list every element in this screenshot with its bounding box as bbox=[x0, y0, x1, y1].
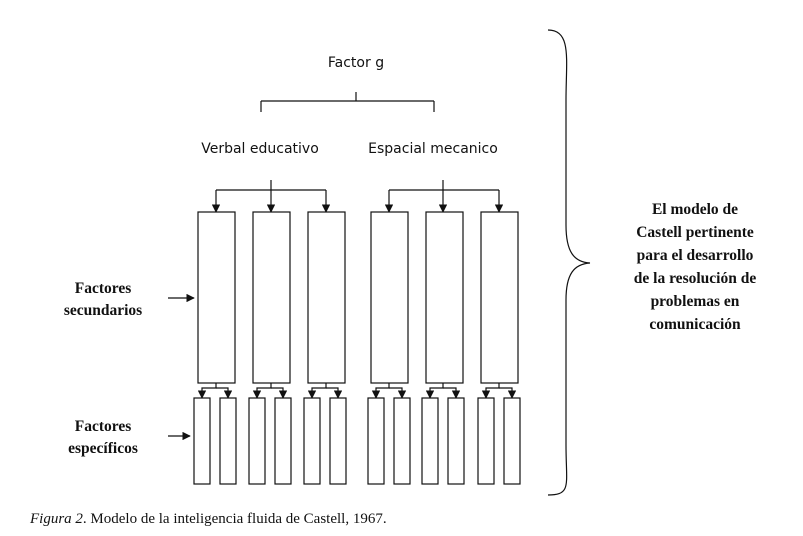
bracket-text-line-3: para el desarrollo bbox=[637, 247, 754, 264]
bracket-text-line-2: Castell pertinente bbox=[636, 224, 754, 241]
split-arrows bbox=[197, 383, 517, 399]
label-factores-secundarios-line2: secundarios bbox=[64, 302, 142, 319]
specific-factor-boxes bbox=[193, 397, 521, 485]
root-label-factor-g: Factor g bbox=[328, 55, 384, 71]
specific-box-4 bbox=[274, 397, 292, 485]
bracket-text-line-1: El modelo de bbox=[652, 201, 738, 218]
specific-box-9 bbox=[421, 397, 439, 485]
group-label-espacial-mecanico: Espacial mecanico bbox=[368, 141, 498, 157]
label-factores-especificos-line1: Factores bbox=[75, 418, 132, 435]
specific-box-11 bbox=[477, 397, 495, 485]
specific-box-3 bbox=[248, 397, 266, 485]
specific-box-2 bbox=[219, 397, 237, 485]
group-label-verbal-educativo: Verbal educativo bbox=[201, 141, 319, 157]
specific-box-8 bbox=[393, 397, 411, 485]
secondary-factor-boxes bbox=[197, 211, 519, 384]
specific-box-7 bbox=[367, 397, 385, 485]
secondary-box-4 bbox=[370, 211, 409, 384]
secondary-box-3 bbox=[307, 211, 346, 384]
figure-caption-text: . Modelo de la inteligencia fluida de Ca… bbox=[82, 511, 387, 527]
bracket-text-line-6: comunicación bbox=[649, 316, 741, 333]
specific-box-5 bbox=[303, 397, 321, 485]
secondary-box-6 bbox=[480, 211, 519, 384]
espacial-group-connector bbox=[384, 180, 504, 213]
verbal-group-connector bbox=[211, 180, 331, 213]
label-factores-especificos-line2: específicos bbox=[68, 440, 138, 457]
figure-caption: Figura 2. Modelo de la inteligencia flui… bbox=[30, 511, 387, 528]
secondary-box-1 bbox=[197, 211, 236, 384]
secondary-box-5 bbox=[425, 211, 464, 384]
bracket-text-line-4: de la resolución de bbox=[634, 270, 757, 287]
bracket-text: El modelo de Castell pertinente para el … bbox=[634, 201, 757, 333]
secondary-box-2 bbox=[252, 211, 291, 384]
curly-brace bbox=[547, 29, 591, 496]
specific-box-12 bbox=[503, 397, 521, 485]
specific-box-10 bbox=[447, 397, 465, 485]
specific-box-1 bbox=[193, 397, 211, 485]
figure-label: Figura 2 bbox=[30, 511, 83, 527]
label-factores-secundarios-line1: Factores bbox=[75, 280, 132, 297]
top-bracket bbox=[260, 92, 435, 112]
specific-box-6 bbox=[329, 397, 347, 485]
bracket-text-line-5: problemas en bbox=[651, 293, 740, 310]
